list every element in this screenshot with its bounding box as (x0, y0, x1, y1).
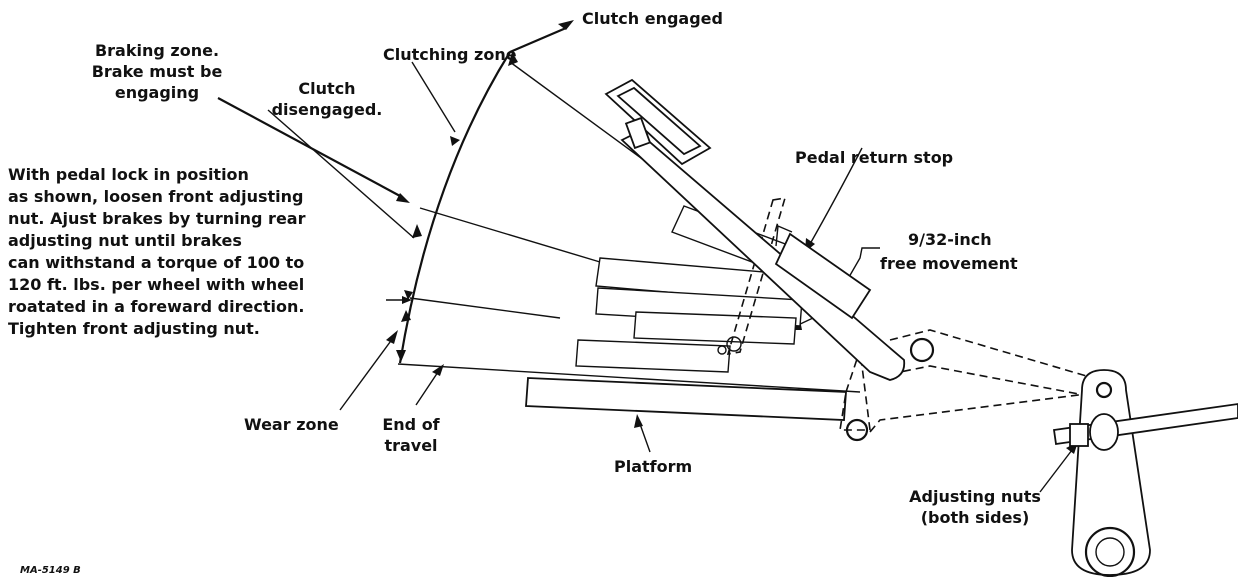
clutch-disengaged-line-1: Clutch (298, 79, 356, 98)
leader-braking (217, 97, 401, 197)
linkage-lower (869, 393, 1087, 433)
leader-clutching (411, 61, 456, 133)
instructions-block: With pedal lock in position as shown, lo… (8, 164, 305, 340)
clutch-disengaged-line-2: disengaged. (271, 100, 383, 119)
platform (525, 377, 847, 421)
platform-bracket (839, 349, 871, 431)
leader-adjusting-nuts (1039, 449, 1073, 493)
braking-zone-line-1: Braking zone. (94, 41, 220, 60)
arc-arrow-top (558, 20, 574, 30)
label-adjusting-nuts: Adjusting nuts (both sides) (900, 486, 1050, 528)
instruction-line: adjusting nut until brakes (8, 231, 242, 250)
radial-line-disengaged (409, 297, 561, 319)
end-of-travel-line-2: travel (384, 436, 438, 455)
instruction-line: can withstand a torque of 100 to (8, 253, 305, 272)
nut-rear (1089, 413, 1119, 451)
instruction-line: roatated in a foreward direction. (8, 297, 305, 316)
leader-wear (339, 337, 394, 411)
nut-front (1069, 423, 1089, 447)
pedal-return-stop-block (774, 232, 872, 320)
leader-end-travel-arrow (432, 364, 444, 376)
arc-arrow-top-line (509, 26, 567, 54)
leader-clutch-disengaged (267, 109, 415, 239)
instruction-line: Tighten front adjusting nut. (8, 319, 260, 338)
braking-zone-line-3: engaging (114, 83, 200, 102)
pivot-circle-2 (717, 345, 727, 355)
platform-pivot (845, 418, 869, 442)
instruction-line: 120 ft. lbs. per wheel with wheel (8, 275, 305, 294)
label-end-of-travel: End of travel (370, 414, 452, 456)
pedal-ghost-positions (575, 205, 813, 373)
leader-platform (639, 423, 651, 453)
linkage-rod (889, 329, 1101, 399)
label-clutch-disengaged: Clutch disengaged. (262, 78, 392, 120)
label-pedal-return-stop: Pedal return stop (795, 148, 954, 167)
label-clutching-zone: Clutching zone (383, 45, 517, 64)
label-free-movement: 9/32-inch free movement (880, 228, 1018, 276)
stop-bracket (775, 224, 793, 247)
arc-arrowhead-2 (450, 136, 460, 146)
leader-return-stop (809, 147, 863, 245)
leader-wear-arrow (386, 330, 398, 344)
leader-platform-arrow (634, 414, 643, 428)
free-movement-line-1: 9/32-inch (908, 230, 992, 249)
braking-zone-line-2: Brake must be (91, 62, 223, 81)
floor-line (397, 363, 861, 393)
arc-arrowhead-4 (404, 290, 413, 300)
arc-arrowhead-5 (401, 310, 411, 322)
adjusting-nuts-line-1: Adjusting nuts (909, 487, 1041, 506)
instruction-line: as shown, loosen front adjusting (8, 187, 304, 206)
instruction-line: With pedal lock in position (8, 165, 249, 184)
free-movement-line-2: free movement (880, 254, 1018, 273)
pedal-pivot-end (909, 337, 935, 363)
arc-arrowhead-3 (412, 224, 422, 238)
dashed-pedal-lever (726, 197, 787, 355)
figure-id: MA-5149 B (20, 565, 81, 576)
label-clutch-engaged: Clutch engaged (582, 9, 723, 28)
zone-arc (398, 51, 511, 364)
radial-line-brake (419, 207, 601, 263)
label-platform: Platform (614, 457, 693, 476)
pedal-arm (620, 130, 906, 381)
leader-braking-arrow (396, 193, 410, 203)
leader-end-travel (415, 371, 439, 406)
pedal-stem (624, 116, 652, 150)
pivot-circle (726, 336, 742, 352)
adjusting-lever (1071, 369, 1151, 577)
instruction-line: nut. Ajust brakes by turning rear (8, 209, 306, 228)
pedal-pad-inner (616, 86, 702, 156)
arc-arrowhead-6 (396, 350, 406, 362)
adjusting-nuts-line-2: (both sides) (920, 508, 1030, 527)
end-of-travel-line-1: End of (382, 415, 440, 434)
leader-instructions-arrow (402, 296, 412, 304)
label-braking-zone: Braking zone. Brake must be engaging (62, 40, 252, 103)
label-wear-zone: Wear zone (244, 415, 339, 434)
